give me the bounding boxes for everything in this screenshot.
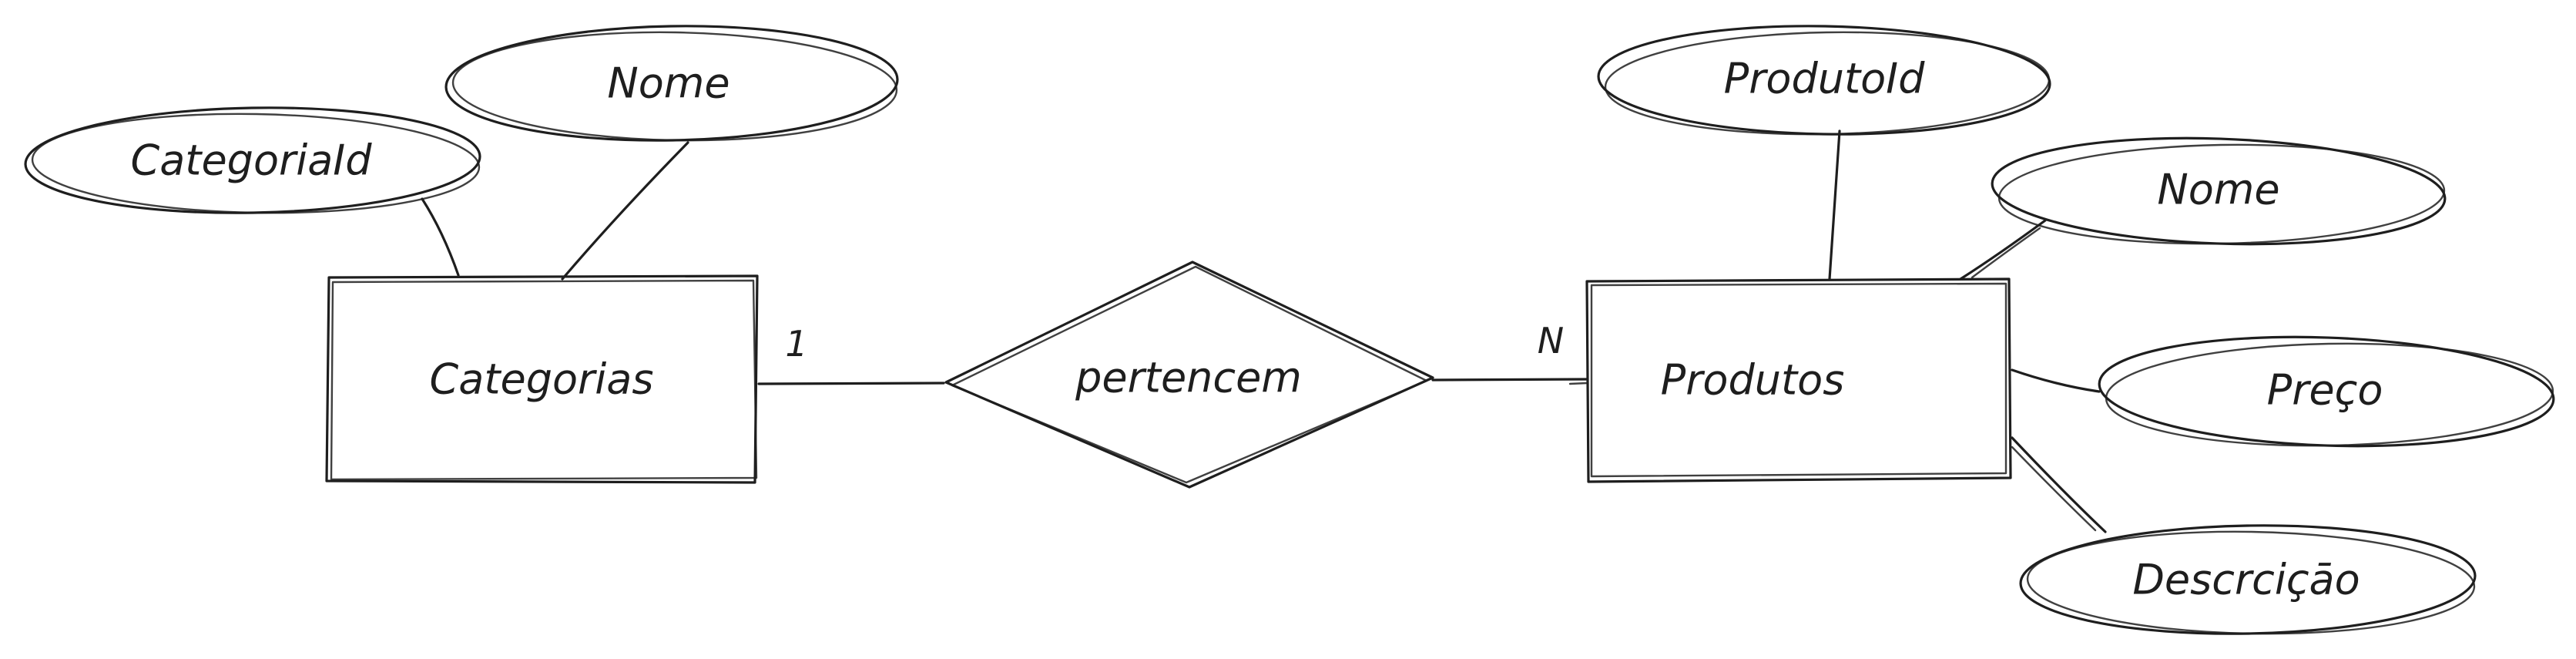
attribute-produto-nome[interactable]: Nome xyxy=(1991,131,2447,251)
attribute-produtoid-label: ProdutoId xyxy=(1724,55,1925,103)
connector-preco xyxy=(2011,368,2101,393)
connector-produtoid xyxy=(1828,129,1841,281)
connectors xyxy=(421,129,2107,533)
attribute-categoria-nome-label: Nome xyxy=(607,59,730,108)
attribute-produtoid[interactable]: ProdutoId xyxy=(1597,22,2051,138)
connector-categorias-relationship xyxy=(757,382,945,385)
connector-produto-nome-2 xyxy=(1971,227,2041,279)
relationship-label: pertencem xyxy=(1075,354,1302,402)
attribute-categoriaid-label: CategoriaId xyxy=(130,136,372,185)
attribute-descricao[interactable]: Descrciçāo xyxy=(2019,522,2477,637)
connector-descricao-2 xyxy=(2011,445,2097,532)
attribute-produto-nome-label: Nome xyxy=(2157,166,2279,214)
entity-categorias-label: Categorias xyxy=(430,355,654,404)
attribute-categoria-nome[interactable]: Nome xyxy=(444,22,899,144)
connector-relationship-produtos-2 xyxy=(1568,382,1588,385)
connector-produto-nome xyxy=(1959,219,2047,281)
attribute-preco-label: Preço xyxy=(2267,366,2383,415)
connector-categoriaid xyxy=(421,197,460,277)
attribute-descricao-label: Descrciçāo xyxy=(2132,556,2360,604)
attribute-preco[interactable]: Preço xyxy=(2098,330,2556,454)
attribute-categoriaid[interactable]: CategoriaId xyxy=(24,104,481,217)
entity-produtos[interactable]: Produtos xyxy=(1585,277,2012,483)
entity-produtos-label: Produtos xyxy=(1661,356,1845,405)
cardinality-one: 1 xyxy=(785,323,807,365)
connector-descricao xyxy=(2011,436,2107,533)
connector-categoria-nome xyxy=(561,141,689,281)
entity-categorias[interactable]: Categorias xyxy=(325,274,759,484)
relationship-pertencem[interactable]: pertencem xyxy=(944,261,1434,489)
cardinality-many: N xyxy=(1538,320,1564,361)
connector-relationship-produtos xyxy=(1431,378,1588,382)
